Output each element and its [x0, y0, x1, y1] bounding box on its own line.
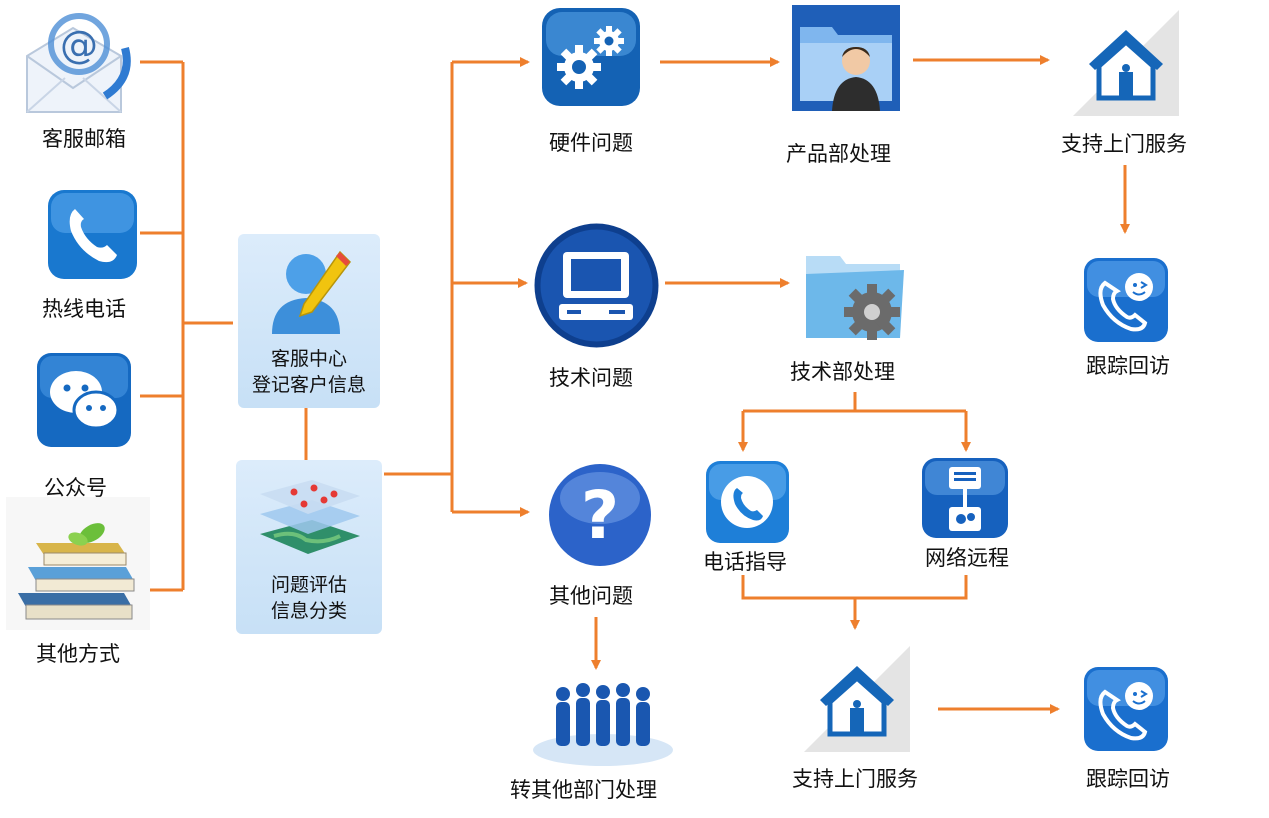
books-icon: [6, 497, 150, 630]
assess-line2: 信息分类: [270, 600, 347, 622]
home-service-icon-bottom: [804, 646, 910, 752]
customer-service-center-card: 客服中心 登记客户信息: [238, 234, 380, 408]
source-wechat-label: 公众号: [44, 476, 107, 500]
home-service-icon-top: [1073, 10, 1179, 116]
layers-map-icon: [254, 474, 364, 564]
assess-line1: 问题评估: [270, 574, 347, 596]
followup-icon-top: [1083, 257, 1169, 343]
outcome-onsite-top-label: 支持上门服务: [1061, 132, 1187, 156]
svg-text:@: @: [60, 23, 98, 67]
question-icon: ?: [547, 462, 653, 568]
handler-product-label: 产品部处理: [786, 142, 891, 166]
wechat-icon: [36, 352, 132, 448]
svg-text:?: ?: [581, 477, 619, 554]
source-hotline-label: 热线电话: [42, 297, 126, 321]
gears-icon: [541, 7, 641, 107]
outcome-followup-top-label: 跟踪回访: [1086, 354, 1170, 378]
computer-icon: [533, 222, 660, 349]
handler-transfer-label: 转其他部门处理: [510, 778, 657, 802]
assessment-card: 问题评估 信息分类: [236, 460, 382, 634]
user-edit-icon: [262, 244, 358, 340]
center-line1: 客服中心: [270, 348, 347, 370]
method-remote-label: 网络远程: [925, 546, 1009, 570]
outcome-onsite-bottom-label: 支持上门服务: [792, 767, 918, 791]
phone-app-icon: [47, 189, 138, 280]
followup-icon-bottom: [1083, 666, 1169, 752]
issue-other-label: 其他问题: [549, 584, 633, 608]
assess-text: 问题评估 信息分类: [236, 572, 382, 624]
handler-tech-label: 技术部处理: [790, 360, 895, 384]
issue-technical-label: 技术问题: [549, 366, 633, 390]
email-icon: @: [15, 8, 133, 120]
people-group-icon: [527, 680, 679, 768]
center-text: 客服中心 登记客户信息: [238, 346, 380, 398]
source-email-label: 客服邮箱: [42, 127, 126, 151]
center-line2: 登记客户信息: [251, 374, 366, 396]
outcome-followup-bottom-label: 跟踪回访: [1086, 767, 1170, 791]
source-other-label: 其他方式: [36, 642, 120, 666]
folder-gear-icon: [800, 248, 910, 348]
network-remote-icon: [921, 457, 1009, 539]
folder-person-icon: [792, 5, 900, 111]
issue-hardware-label: 硬件问题: [549, 131, 633, 155]
phone-guide-icon: [705, 460, 790, 544]
method-phone-label: 电话指导: [703, 550, 787, 574]
